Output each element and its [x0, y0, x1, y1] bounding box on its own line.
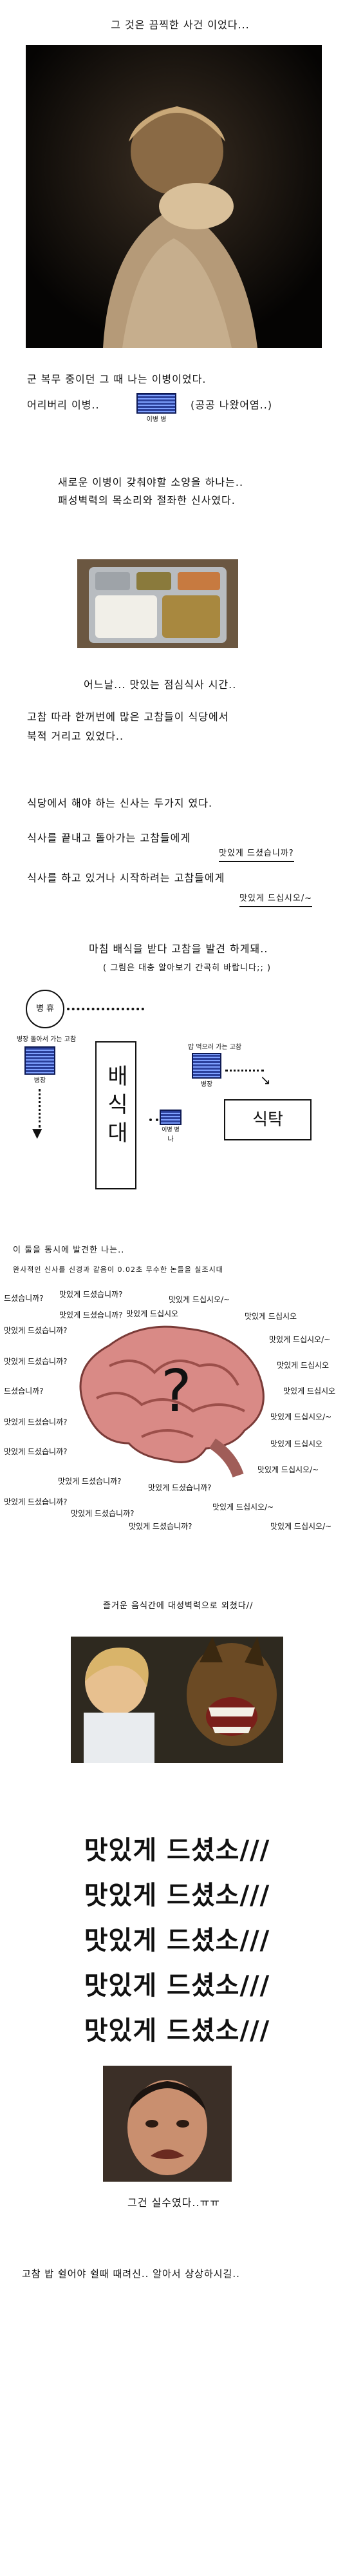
diagram-left-caption: 병장 돌아서 가는 고참 — [16, 1036, 77, 1043]
brain-word: 드셨습니까? — [4, 1294, 44, 1303]
photo-distressed-man — [26, 45, 322, 348]
photo-distressed-man-illustration — [26, 45, 322, 348]
right-arrow-icon: ↘ — [260, 1072, 271, 1088]
dining-table-label: 식탁 — [252, 1110, 283, 1129]
shout-line: 맛있게 드셨소/// — [84, 1881, 270, 1910]
diagram-right-badge: 병장 — [192, 1053, 221, 1088]
brain-word: 맛있게 드십시오 — [277, 1361, 330, 1370]
brain-word: 맛있게 드십시오 — [245, 1312, 297, 1321]
me-badge: 이병 병 나 — [160, 1110, 182, 1143]
meal-tray-illustration — [77, 559, 238, 648]
diagram-dotted-line — [67, 1008, 144, 1010]
brain-word: 맛있게 드십시오/~ — [212, 1503, 274, 1512]
crying-man-illustration — [103, 2066, 232, 2182]
me-caption: 나 — [167, 1136, 174, 1143]
scene5-quote1: 맛있게 드셨습니까? — [219, 847, 294, 862]
diagram-right-dotted — [225, 1070, 264, 1072]
brain-word: 맛있게 드셨습니까? — [4, 1326, 68, 1335]
scene5-line3: 식사를 하고 있거나 시작하려는 고참들에게 — [27, 872, 225, 884]
diagram-left-rank: 병장 — [33, 1077, 46, 1084]
dining-table-box: 식탁 — [224, 1099, 312, 1140]
brain-word: 맛있게 드셨습니까? — [4, 1497, 68, 1506]
shout-line: 맛있게 드셨소/// — [84, 2016, 270, 2046]
rank-insignia-icon — [136, 393, 176, 414]
scene5-line1: 식당에서 해야 하는 신사는 두가지 였다. — [27, 797, 213, 809]
diagram-right-rank: 병장 — [200, 1081, 213, 1088]
brain-word: 맛있게 드십시오 — [126, 1309, 179, 1318]
brain-word: 맛있게 드십시오 — [270, 1439, 323, 1448]
scene2-line1: 군 복무 중이던 그 때 나는 이병이었다. — [27, 373, 207, 385]
scene6-subtitle: ( 그림은 대충 알아보기 간곡히 바랍니다;; ) — [103, 963, 272, 973]
caption-top: 그 것은 끔찍한 사건 이었다... — [111, 19, 250, 31]
photo-meal-tray — [77, 559, 238, 648]
brain-word: 맛있게 드셨습니까? — [59, 1311, 123, 1320]
sergeant-insignia-icon-2 — [192, 1053, 221, 1079]
private-insignia-icon — [160, 1110, 182, 1125]
scene5-line2: 식사를 끝내고 돌아가는 고참들에게 — [27, 832, 191, 844]
scene3-line1: 새로운 이병이 갖춰야할 소양을 하나는.. — [58, 476, 244, 488]
footer-text: 고참 밥 쉴어야 쉴때 때려신.. 알아서 상상하시길.. — [22, 2268, 240, 2280]
scene2-line2-left: 어리버리 이병.. — [27, 399, 100, 411]
brain-word: 맛있게 드셨습니까? — [148, 1483, 212, 1492]
brain-word: 맛있게 드셨습니까? — [59, 1290, 123, 1299]
serving-counter-label: 배식대 — [102, 1064, 129, 1149]
diagram-right-caption: 밥 먹으러 가는 고참 — [188, 1044, 242, 1051]
brain-word: 맛있게 드셨습니까? — [4, 1447, 68, 1456]
photo-girl-and-dog — [71, 1637, 283, 1763]
brain-word: 맛있게 드십시오/~ — [269, 1335, 331, 1344]
scene5-quote2: 맛있게 드십시오/~ — [239, 892, 313, 907]
rank-badge-label: 이병 병 — [146, 416, 167, 423]
diagram-circle: 병 휴 — [26, 990, 64, 1028]
brain-word: 맛있게 드십시오/~ — [270, 1412, 332, 1421]
scene7-line2: 완사적인 신사를 신경과 같음이 0.02초 무수한 논들을 실조시대 — [13, 1265, 223, 1274]
private-rank-badge: 이병 병 — [136, 393, 176, 423]
shout-line: 맛있게 드셨소/// — [84, 1971, 270, 2001]
brain-word: 맛있게 드십시오 — [283, 1387, 336, 1396]
brain-word: 맛있게 드십시오/~ — [257, 1465, 319, 1474]
scene3-line2: 패성벽력의 목소리와 절좌한 신사였다. — [58, 494, 236, 506]
svg-text:?: ? — [161, 1358, 192, 1425]
brain-icon: ? — [79, 1325, 265, 1478]
me-dotted-line — [149, 1119, 158, 1121]
brain-word: 맛있게 드셨습니까? — [71, 1509, 135, 1518]
brain-word: 맛있게 드십시오/~ — [169, 1295, 230, 1304]
brain-word: 맛있게 드셨습니까? — [129, 1522, 192, 1531]
diagram-left-badge: 병장 — [24, 1046, 55, 1084]
down-arrow-icon: ▼ — [32, 1125, 42, 1140]
brain-figure: ? — [64, 1314, 277, 1482]
scene8-caption: 즐거운 음식간에 대성벽력으로 외쳤다// — [103, 1601, 254, 1611]
brain-word: 맛있게 드십시오/~ — [270, 1522, 332, 1531]
photo-crying-man — [103, 2066, 232, 2182]
brain-word: 맛있게 드셨습니까? — [4, 1357, 68, 1366]
brain-word: 드셨습니까? — [4, 1387, 44, 1396]
diagram-left-arrow — [39, 1089, 41, 1128]
sergeant-insignia-icon — [24, 1046, 55, 1075]
diagram-circle-label: 병 휴 — [35, 1004, 55, 1014]
scene4-line2: 북적 거리고 있었다.. — [27, 730, 124, 742]
girl-and-dog-illustration — [71, 1637, 283, 1763]
scene2-line2-right: (공공 나왔어염..) — [191, 399, 273, 411]
scene10-caption: 그건 실수였다..ㅠㅠ — [127, 2196, 221, 2209]
serving-counter-box: 배식대 — [95, 1041, 136, 1189]
me-badge-label: 이병 병 — [162, 1127, 180, 1133]
brain-word: 맛있게 드셨습니까? — [58, 1477, 122, 1486]
shout-line: 맛있게 드셨소/// — [84, 1926, 270, 1956]
brain-word: 맛있게 드셨습니까? — [4, 1418, 68, 1427]
scene4-caption: 어느날... 맛있는 점심식사 시간.. — [84, 678, 237, 691]
shout-line: 맛있게 드셨소/// — [84, 1836, 270, 1865]
scene6-title: 마침 배식을 받다 고참을 발견 하게돼.. — [89, 943, 268, 955]
scene7-line1: 이 둘을 동시에 발견한 나는.. — [13, 1245, 125, 1255]
scene4-line1: 고참 따라 한꺼번에 많은 고참들이 식당에서 — [27, 711, 229, 723]
